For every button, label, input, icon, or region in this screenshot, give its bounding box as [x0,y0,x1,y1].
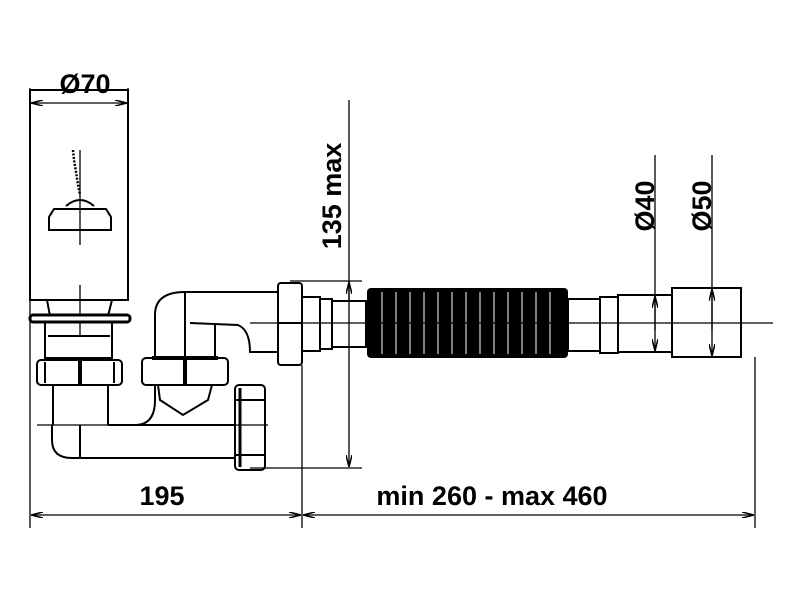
outlet-diameter-dimensions: Ø40 Ø50 [630,155,717,356]
length-dimensions: 195 min 260 - max 460 [29,300,756,528]
outlet-outer-diameter-label: Ø50 [687,180,717,231]
inlet-diameter-label: Ø70 [59,69,110,99]
hose-length-label: min 260 - max 460 [376,481,607,511]
plug-with-chain-icon [48,149,112,231]
basin-outline [29,89,129,335]
trap-length-label: 195 [139,481,184,511]
flexible-hose-assembly [250,282,773,366]
outlet-inner-diameter-label: Ø40 [630,180,660,231]
height-label: 135 max [317,143,347,250]
bottle-trap [28,291,280,471]
height-dimension: 135 max [250,100,362,469]
